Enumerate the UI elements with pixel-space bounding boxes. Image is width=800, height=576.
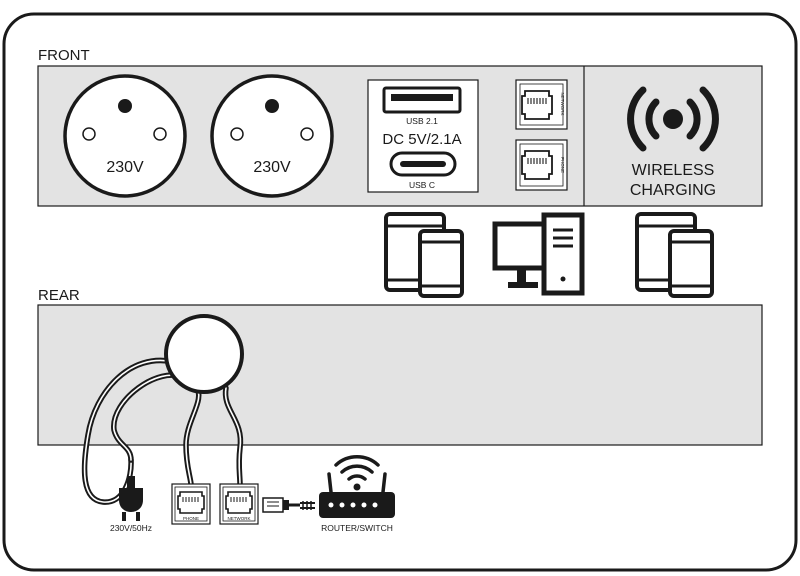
- usb-rating: DC 5V/2.1A: [382, 131, 461, 148]
- power-label: 230V/50Hz: [110, 523, 152, 533]
- front-label: FRONT: [38, 47, 90, 64]
- wireless-label-line2: CHARGING: [630, 182, 716, 199]
- socket-2: 230V: [210, 74, 334, 198]
- socket-hole-left: [230, 127, 244, 141]
- rear-network-jack: NETWORK: [219, 483, 259, 525]
- rj45-network-port: NETWORK: [515, 79, 568, 130]
- rj45-phone-label: PHONE: [560, 157, 565, 173]
- network-patch-cable: [262, 497, 315, 513]
- tablet-phone-icon-right: [635, 212, 714, 298]
- rj45-phone-port: PHONE: [515, 139, 568, 191]
- rear-panel: [37, 304, 763, 446]
- rear-label: REAR: [38, 287, 80, 304]
- tablet-phone-icon: [384, 212, 464, 298]
- rear-cable-gland: [164, 314, 244, 394]
- socket-hole-right: [153, 127, 167, 141]
- socket-1: 230V: [63, 74, 187, 198]
- router-icon: [319, 455, 395, 518]
- wireless-signal-icon: [627, 86, 719, 152]
- earth-pin: [118, 99, 132, 113]
- socket-hole-right: [300, 127, 314, 141]
- rear-phone-label: PHONE: [183, 516, 199, 521]
- socket-1-voltage: 230V: [106, 159, 144, 176]
- rear-network-label: NETWORK: [228, 516, 251, 521]
- usb-a-label: USB 2.1: [406, 116, 438, 126]
- socket-hole-left: [82, 127, 96, 141]
- router-label: ROUTER/SWITCH: [321, 523, 393, 533]
- wireless-label-line1: WIRELESS: [632, 162, 715, 179]
- rear-phone-jack: PHONE: [171, 483, 211, 525]
- rj45-network-label: NETWORK: [560, 93, 565, 116]
- usb-module: USB 2.1 DC 5V/2.1A USB C: [367, 79, 479, 193]
- usb-c-label: USB C: [409, 180, 435, 190]
- socket-2-voltage: 230V: [253, 159, 291, 176]
- power-plug-icon: [119, 476, 143, 521]
- desktop-computer-icon: [492, 212, 585, 296]
- earth-pin: [265, 99, 279, 113]
